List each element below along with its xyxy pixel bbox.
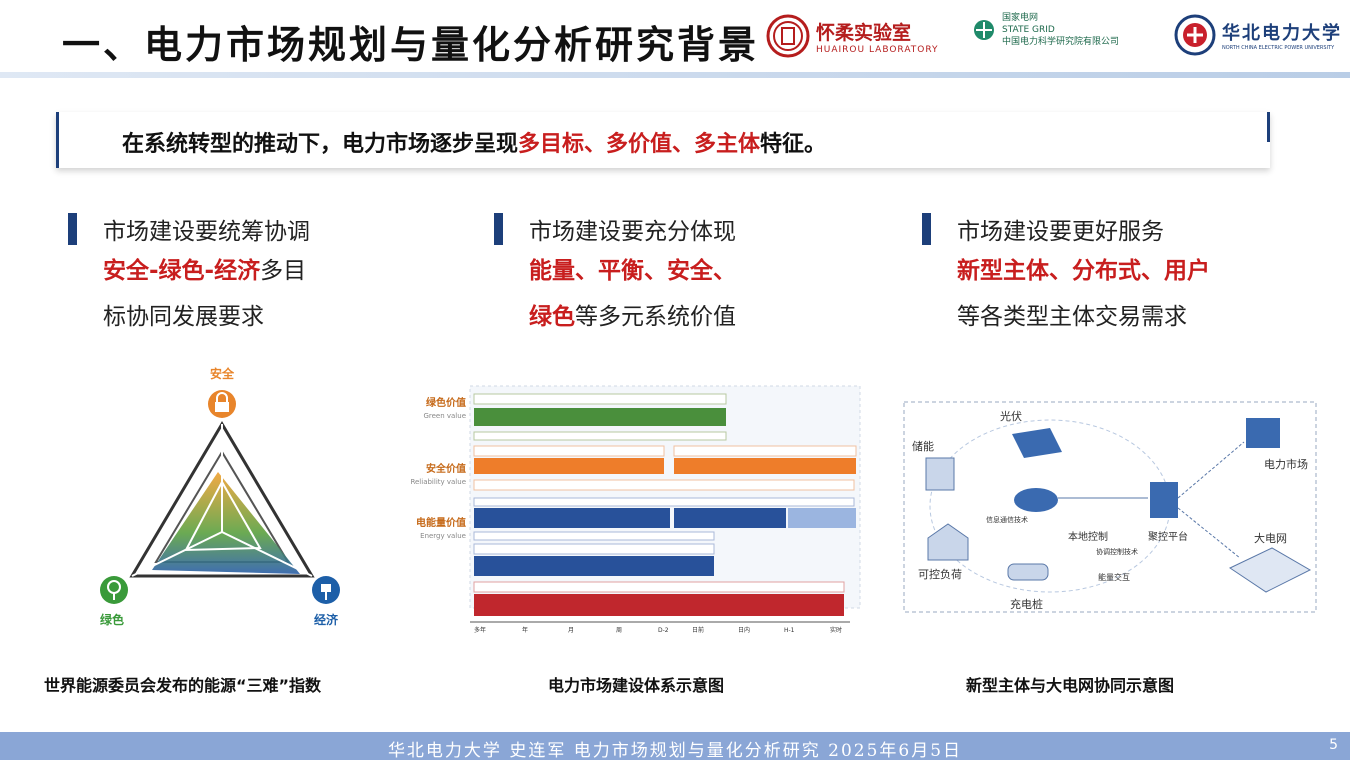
green-value-bar bbox=[474, 408, 726, 426]
energy-trilemma-figure: 安全 绿色 经济 bbox=[100, 366, 340, 627]
state-grid-inst: 中国电力科学研究院有限公司 bbox=[1002, 37, 1120, 47]
ncepu-logo: 华北电力大学 NORTH CHINA ELECTRIC POWER UNIVER… bbox=[1174, 14, 1342, 56]
figure2-caption: 电力市场建设体系示意图 bbox=[548, 676, 725, 695]
ncepu-emblem-icon bbox=[1174, 14, 1216, 56]
green-value-sub: Green value bbox=[423, 412, 466, 420]
column-highlight-2: 绿色 bbox=[529, 304, 575, 330]
node-charger: 充电桩 bbox=[1010, 597, 1043, 611]
node-grid: 大电网 bbox=[1254, 531, 1287, 545]
axis-tick: 日内 bbox=[738, 626, 750, 634]
banner-right-accent bbox=[1267, 112, 1270, 142]
huairou-logo-name: 怀柔实验室 bbox=[816, 21, 912, 44]
solar-panel-icon bbox=[1012, 428, 1062, 458]
storage-icon bbox=[925, 457, 955, 491]
axis-tick: 多年 bbox=[474, 626, 486, 634]
column-heading: 市场建设要更好服务 bbox=[957, 219, 1164, 245]
green-tree-icon bbox=[100, 576, 128, 604]
outer-triangle bbox=[129, 421, 315, 578]
footer: 华北电力大学 史连军 电力市场规划与量化分析研究 2025年6月5日 5 bbox=[0, 732, 1350, 761]
column-values: 市场建设要充分体现 能量、平衡、安全、 绿色等多元系统价值 bbox=[494, 210, 814, 340]
header-divider bbox=[0, 72, 1350, 78]
column-heading: 市场建设要充分体现 bbox=[529, 219, 736, 245]
energy-value-bar-1 bbox=[474, 508, 670, 528]
column-coordination: 市场建设要统筹协调 安全-绿色-经济多目 标协同发展要求 bbox=[68, 210, 388, 340]
inner-triangle bbox=[184, 479, 262, 552]
house-icon bbox=[927, 523, 969, 561]
axis-tick: D-2 bbox=[658, 627, 669, 634]
huairou-seal-icon bbox=[766, 14, 810, 58]
footer-text: 华北电力大学 史连军 电力市场规划与量化分析研究 2025年6月5日 bbox=[387, 741, 963, 761]
security-lock-icon bbox=[208, 390, 236, 418]
header: 一、电力市场规划与量化分析研究背景 怀柔实验室 HUAIROU LABORATO… bbox=[0, 0, 1350, 78]
ev-charger-icon bbox=[1007, 563, 1049, 581]
economy-plug-icon bbox=[312, 576, 340, 604]
node-coord-tech: 协调控制技术 bbox=[1096, 547, 1138, 556]
node-ict: 信息通信技术 bbox=[986, 515, 1028, 524]
column-text-2: 标协同发展要求 bbox=[103, 304, 264, 330]
column-marker bbox=[494, 213, 503, 245]
state-grid-logo: 国家电网 STATE GRID 中国电力科学研究院有限公司 bbox=[972, 12, 1119, 48]
market-building-icon bbox=[1246, 418, 1280, 448]
security-value-label: 安全价值 bbox=[426, 462, 466, 475]
state-grid-icon bbox=[974, 20, 994, 40]
server-icon bbox=[1150, 482, 1178, 518]
node-load: 可控负荷 bbox=[918, 567, 962, 581]
column-marker bbox=[68, 213, 77, 245]
axis-tick: 日前 bbox=[692, 626, 704, 634]
column-text-2: 等多元系统价值 bbox=[575, 304, 736, 330]
banner-highlight: 多目标、多价值、多主体 bbox=[518, 132, 761, 157]
state-grid-cn: 国家电网 bbox=[1002, 13, 1039, 23]
figure3-caption: 新型主体与大电网协同示意图 bbox=[966, 676, 1175, 695]
banner-text: 在系统转型的推动下，电力市场逐步呈现多目标、多价值、多主体特征。 bbox=[122, 126, 826, 158]
column-heading: 市场建设要统筹协调 bbox=[103, 219, 310, 245]
node-market: 电力市场 bbox=[1264, 457, 1308, 471]
node-local-control: 本地控制 bbox=[1068, 530, 1108, 543]
axis-tick: 周 bbox=[616, 627, 622, 634]
ncepu-sub: NORTH CHINA ELECTRIC POWER UNIVERSITY bbox=[1222, 45, 1335, 51]
axis-tick: 年 bbox=[522, 626, 528, 634]
column-highlight: 新型主体、分布式、用户 bbox=[957, 258, 1210, 284]
economy-label: 经济 bbox=[314, 612, 339, 627]
huairou-lab-logo: 怀柔实验室 HUAIROU LABORATORY bbox=[766, 14, 939, 58]
green-label: 绿色 bbox=[100, 612, 124, 627]
energy-value-bar-4 bbox=[474, 556, 714, 576]
page-number: 5 bbox=[1329, 737, 1338, 753]
energy-value-bar-3 bbox=[788, 508, 856, 528]
axis-tick: H-1 bbox=[784, 627, 795, 634]
node-storage: 储能 bbox=[912, 439, 934, 453]
huairou-logo-sub: HUAIROU LABORATORY bbox=[816, 44, 939, 55]
balancing-bar bbox=[474, 594, 844, 616]
banner-pre: 在系统转型的推动下，电力市场逐步呈现 bbox=[122, 132, 519, 157]
banner-left-accent bbox=[56, 112, 59, 168]
security-value-bar-1 bbox=[474, 458, 664, 474]
column-text: 多目 bbox=[260, 258, 307, 284]
node-pv: 光伏 bbox=[1000, 409, 1022, 423]
slide-title: 一、电力市场规划与量化分析研究背景 bbox=[62, 22, 760, 67]
node-energy-exchange: 能量交互 bbox=[1098, 572, 1130, 582]
column-marker bbox=[922, 213, 931, 245]
energy-value-bar-2 bbox=[674, 508, 786, 528]
column-highlight: 安全-绿色-经济 bbox=[103, 258, 261, 284]
security-label: 安全 bbox=[210, 366, 235, 381]
green-value-label: 绿色价值 bbox=[426, 396, 466, 409]
column-text-2: 等各类型主体交易需求 bbox=[957, 304, 1187, 330]
security-value-sub: Reliability value bbox=[410, 478, 466, 486]
column-highlight: 能量、平衡、安全、 bbox=[529, 258, 736, 284]
grid-coordination-figure: 光伏 储能 信息通信技术 本地控制 聚控平台 协调控制技术 电力市场 大电网 可… bbox=[903, 401, 1317, 613]
energy-value-sub: Energy value bbox=[420, 532, 466, 540]
state-grid-en: STATE GRID bbox=[1002, 25, 1055, 35]
figure1-caption: 世界能源委员会发布的能源“三难”指数 bbox=[44, 676, 322, 695]
node-aggregation-platform: 聚控平台 bbox=[1148, 530, 1188, 543]
market-system-figure: 绿色价值 Green value 安全价值 Reliability value … bbox=[410, 385, 861, 634]
axis-tick: 月 bbox=[568, 627, 574, 634]
axis-tick: 实时 bbox=[830, 626, 842, 634]
grid-network-icon bbox=[1228, 547, 1312, 593]
key-message-banner: 在系统转型的推动下，电力市场逐步呈现多目标、多价值、多主体特征。 bbox=[56, 112, 1270, 168]
energy-value-label: 电能量价值 bbox=[416, 516, 466, 529]
ncepu-name: 华北电力大学 bbox=[1222, 23, 1342, 44]
security-value-bar-2 bbox=[674, 458, 856, 474]
banner-post: 特征。 bbox=[760, 132, 827, 157]
column-services: 市场建设要更好服务 新型主体、分布式、用户 等各类型主体交易需求 bbox=[922, 210, 1242, 340]
cloud-icon bbox=[1014, 488, 1058, 512]
